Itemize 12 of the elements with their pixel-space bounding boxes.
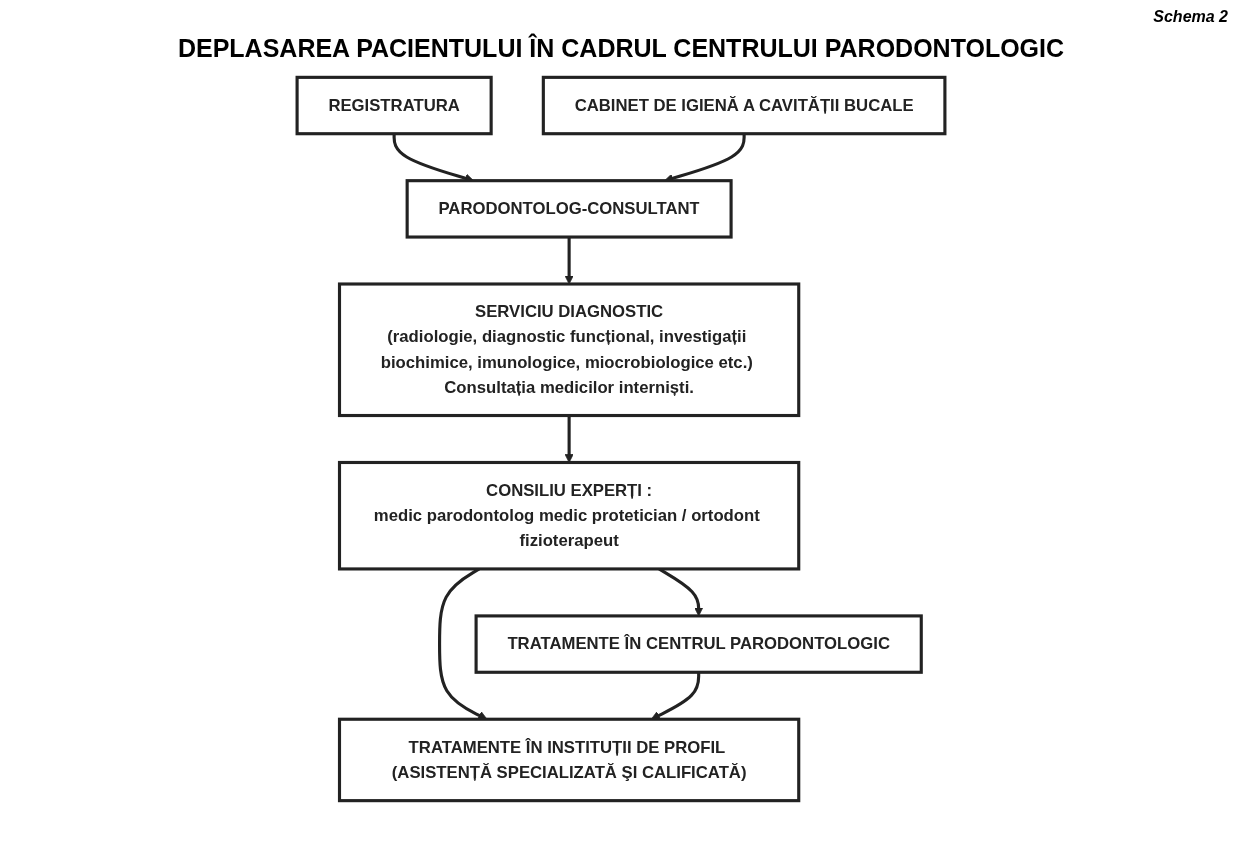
arrow (650, 672, 701, 720)
arrow (564, 237, 574, 285)
arrow (564, 415, 574, 463)
node-box: CONSILIU EXPERȚI : medic parodontolog medic protetician / ortodont fizioterapeut (337, 460, 801, 571)
node-box: SERVICIU DIAGNOSTIC (radiologie, diagnostic funcțional, investigații biochimice, imunologice, miocrobiologice etc.) Consultația medicilor interniști. (337, 282, 801, 418)
node-box: TRATAMENTE ÎN INSTITUȚII DE PROFIL (ASISTENȚĂ SPECIALIZATĂ ŞI CALIFICATĂ) (337, 717, 801, 803)
node-box: PARODONTOLOG-CONSULTANT (405, 179, 733, 239)
node-box: REGISTRATURA (295, 75, 493, 136)
schema-number: Schema 2 (1153, 8, 1228, 26)
node-box: CABINET DE IGIENĂ A CAVITĂȚII BUCALE (541, 75, 947, 136)
node-box: TRATAMENTE ÎN CENTRUL PARODONTOLOGIC (474, 614, 923, 674)
diagram-title: DEPLASAREA PACIENTULUI ÎN CADRUL CENTRULUI PARODONTOLOGIC (176, 34, 1066, 63)
